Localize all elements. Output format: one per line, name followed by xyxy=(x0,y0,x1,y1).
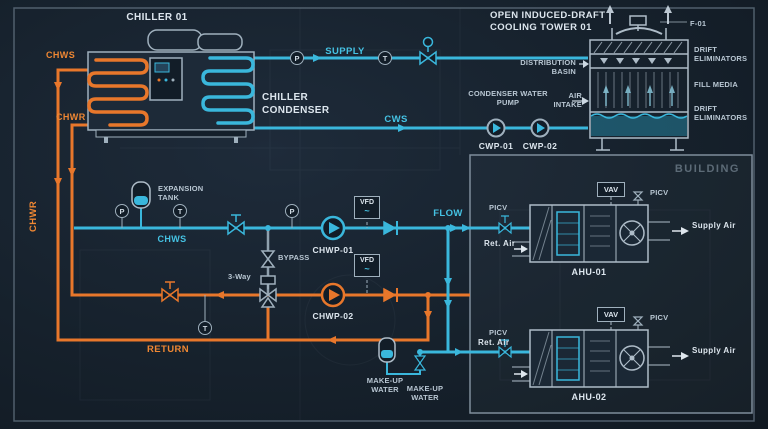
supply-label: SUPPLY xyxy=(325,46,365,57)
picv-in-label-ahu01: PICV xyxy=(489,203,508,212)
ahu-01 xyxy=(512,191,670,263)
cooling-tower-title: OPEN INDUCED-DRAFT COOLING TOWER 01 xyxy=(490,10,606,33)
picv-out-valve xyxy=(632,191,644,201)
makeup-water-label-2: MAKE-UP WATER xyxy=(406,384,444,403)
vfd-box-chwp02: VFD ~ xyxy=(354,254,380,278)
chwr-riser-label: CHWR xyxy=(28,200,39,232)
fan-motor xyxy=(629,15,647,26)
outer-border xyxy=(13,7,755,422)
check-valve-return xyxy=(383,287,398,303)
chw-supply-flow-arrows xyxy=(313,54,471,356)
drift-eliminators-bottom-label: DRIFT ELIMINATORS xyxy=(694,104,748,123)
pump-chwp01 xyxy=(320,215,346,241)
cwp01-label: CWP-01 xyxy=(478,141,514,151)
bypass-label: BYPASS xyxy=(278,253,310,262)
ahu-01-air-arrows xyxy=(514,227,689,253)
valves xyxy=(161,36,512,371)
vfd-box-chwp01: VFD ~ xyxy=(354,196,380,220)
chwp01-label: CHWP-01 xyxy=(312,245,354,255)
vfd-label: VFD xyxy=(360,199,374,206)
temperature-sensor-supply: T xyxy=(378,51,392,65)
pump-cwp01 xyxy=(486,118,506,138)
supply-valve xyxy=(419,36,437,66)
temperature-sensor-return: T xyxy=(198,321,212,335)
ahu-02 xyxy=(512,316,670,388)
vav-box-ahu02: VAV xyxy=(597,307,625,322)
chwr-label-top: CHWR xyxy=(56,112,86,122)
label-leader-arrows xyxy=(572,60,589,105)
chiller-condenser-label: CHILLER CONDENSER xyxy=(262,92,330,116)
cws-label: CWS xyxy=(384,114,408,125)
expansion-tank-label: EXPANSION TANK xyxy=(158,184,204,203)
three-way-valve xyxy=(259,275,277,308)
picv-valve-ahu02 xyxy=(498,339,512,359)
chwp02-label: CHWP-02 xyxy=(312,311,354,321)
expansion-tank xyxy=(131,181,151,209)
spray-nozzles xyxy=(600,58,672,64)
air-flow-arrows xyxy=(603,85,675,106)
fan-icon xyxy=(619,220,645,246)
chws-label-top: CHWS xyxy=(46,50,76,60)
chws-valve xyxy=(227,214,245,236)
return-label: RETURN xyxy=(147,344,189,355)
evaporator-coil xyxy=(87,58,149,127)
condenser-water-pump-label: CONDENSER WATER PUMP xyxy=(468,89,548,108)
fan-blades xyxy=(615,27,663,35)
sine-wave-icon: ~ xyxy=(364,206,370,217)
pump-chwp02 xyxy=(320,282,346,308)
vfd-label: VFD xyxy=(360,257,374,264)
pressure-sensor-chws-1: P xyxy=(115,204,129,218)
ahu-02-air-arrows xyxy=(514,352,689,378)
cwp02-label: CWP-02 xyxy=(522,141,558,151)
return-valve xyxy=(161,281,179,303)
drift-eliminators-top-label: DRIFT ELIMINATORS xyxy=(694,45,748,64)
chiller-title: CHILLER 01 xyxy=(126,12,188,23)
pressure-sensor-supply: P xyxy=(290,51,304,65)
fill-media-label: FILL MEDIA xyxy=(694,80,738,89)
sine-wave-icon: ~ xyxy=(364,264,370,275)
picv-out-valve xyxy=(632,316,644,326)
makeup-water-label-1: MAKE-UP WATER xyxy=(366,376,404,395)
building-outline xyxy=(469,154,753,414)
fan-icon xyxy=(619,345,645,371)
flow-label: FLOW xyxy=(433,208,463,219)
bypass-valve xyxy=(260,250,276,268)
distribution-basin-label: DISTRIBUTION BASIN xyxy=(520,58,576,77)
fill-media-lines xyxy=(597,72,679,108)
makeup-water-tank xyxy=(378,337,396,363)
chws-mid-label: CHWS xyxy=(157,234,187,244)
check-valve-chws xyxy=(383,220,398,236)
makeup-valve xyxy=(413,355,427,371)
building-title: BUILDING xyxy=(674,163,740,175)
pipe-junctions xyxy=(265,225,451,355)
ahu02-name: AHU-02 xyxy=(571,392,607,402)
fan-tag-label: F-01 xyxy=(690,19,707,28)
pressure-sensor-chws-2: P xyxy=(285,204,299,218)
return-air-label-ahu02: Ret. Air xyxy=(478,338,510,347)
pump-cwp02 xyxy=(530,118,550,138)
cooling-tower xyxy=(589,15,689,151)
pumps xyxy=(320,118,550,308)
three-way-label: 3-Way xyxy=(228,272,251,281)
supply-air-label-ahu01: Supply Air xyxy=(692,221,736,230)
air-intake-label: AIR INTAKE xyxy=(553,91,582,110)
return-air-label-ahu01: Ret. Air xyxy=(484,239,516,248)
temperature-sensor-chws: T xyxy=(173,204,187,218)
tower-exhaust-arrows xyxy=(606,5,672,24)
ahu01-name: AHU-01 xyxy=(571,267,607,277)
picv-in-label-ahu02: PICV xyxy=(489,328,508,337)
picv-out-label-ahu01: PICV xyxy=(650,188,669,197)
sensor-stems xyxy=(121,217,293,321)
chw-return-flow-arrows xyxy=(54,82,432,344)
condenser-coil xyxy=(201,56,255,125)
vav-box-ahu01: VAV xyxy=(597,182,625,197)
picv-valve-ahu01 xyxy=(498,215,512,235)
picv-out-label-ahu02: PICV xyxy=(650,313,669,322)
supply-air-label-ahu02: Supply Air xyxy=(692,346,736,355)
